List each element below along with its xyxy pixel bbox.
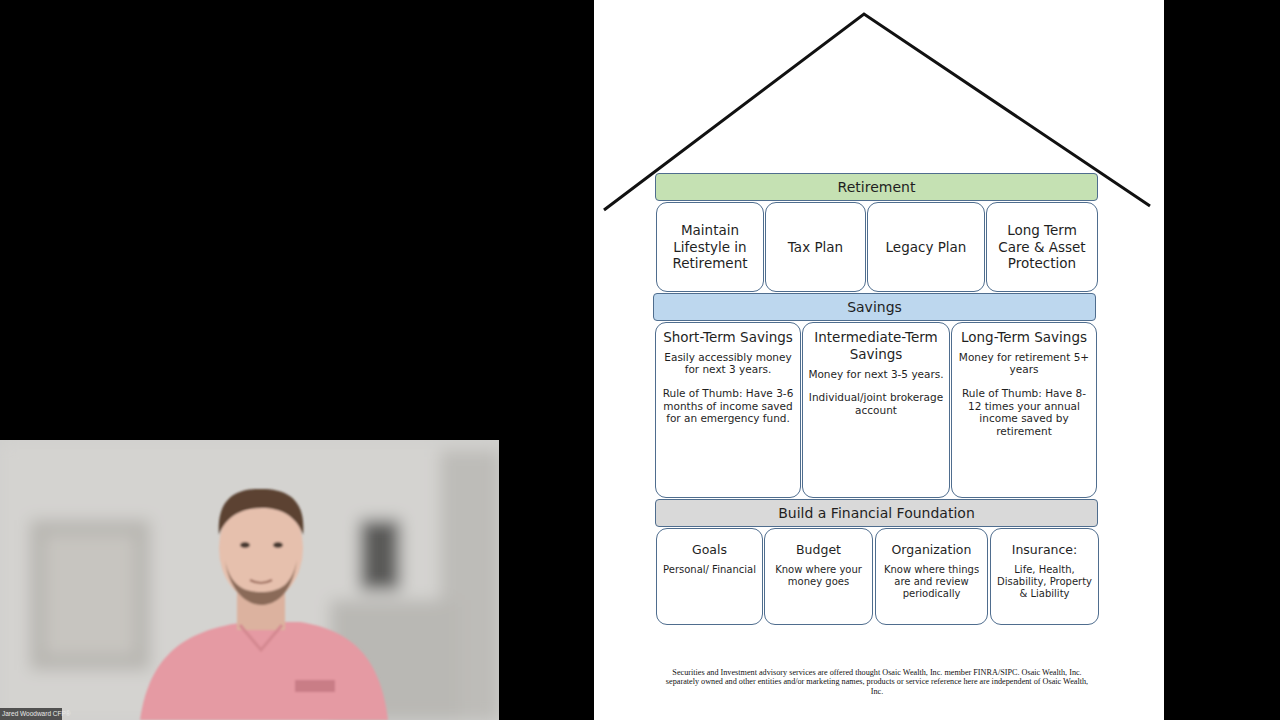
category-box: OrganizationKnow where things are and re…: [875, 528, 988, 625]
box-heading: Goals: [692, 542, 727, 558]
box-heading: Retirement: [838, 179, 916, 196]
box-heading: Organization: [892, 542, 972, 558]
box-heading: Insurance:: [1012, 542, 1078, 558]
category-box: GoalsPersonal/ Financial: [656, 528, 763, 625]
box-heading: Savings: [847, 299, 902, 316]
box-body: Personal/ Financial: [663, 564, 756, 576]
box-heading: Long-Term Savings: [961, 329, 1087, 346]
box-heading: Legacy Plan: [886, 239, 967, 256]
webcam-feed: [0, 440, 499, 720]
participant-name: Jared Woodward CFP®: [2, 710, 82, 717]
box-body: Money for retirement 5+ years: [957, 351, 1091, 376]
category-box: Legacy Plan: [867, 202, 985, 292]
section-band: Retirement: [655, 173, 1098, 201]
box-heading: Build a Financial Foundation: [778, 505, 975, 522]
box-body: Know where things are and review periodi…: [881, 564, 982, 600]
category-box: Maintain Lifestyle in Retirement: [656, 202, 764, 292]
category-box: Long-Term SavingsMoney for retirement 5+…: [951, 322, 1097, 498]
box-heading: Maintain Lifestyle in Retirement: [662, 222, 758, 273]
category-box: Intermediate-Term SavingsMoney for next …: [802, 322, 950, 498]
box-body: Money for next 3-5 years.: [808, 368, 943, 381]
section-band: Build a Financial Foundation: [655, 499, 1098, 527]
box-heading: Short-Term Savings: [663, 329, 793, 346]
category-box: Insurance: Life, Health, Disability, Prop…: [990, 528, 1099, 625]
category-box: Long Term Care & Asset Protection: [986, 202, 1098, 292]
category-box: BudgetKnow where your money goes: [764, 528, 873, 625]
category-box: Short-Term SavingsEasily accessibly mone…: [655, 322, 801, 498]
section-band: Savings: [653, 293, 1096, 321]
box-heading: Tax Plan: [788, 239, 843, 256]
box-body: Rule of Thumb: Have 3-6 months of income…: [661, 387, 795, 425]
box-body: Easily accessibly money for next 3 years…: [661, 351, 795, 376]
box-heading: Long Term Care & Asset Protection: [992, 222, 1092, 273]
box-heading: Intermediate-Term Savings: [808, 329, 944, 363]
box-heading: Budget: [796, 542, 841, 558]
box-body: Individual/joint brokerage account: [808, 391, 944, 416]
disclaimer-note: Securities and Investment advisory servi…: [662, 668, 1092, 696]
box-body: Life, Health, Disability, Property & Lia…: [996, 564, 1093, 600]
box-body: Rule of Thumb: Have 8-12 times your annu…: [957, 387, 1091, 437]
box-body: Know where your money goes: [770, 564, 867, 588]
category-box: Tax Plan: [765, 202, 866, 292]
roof-line: [604, 14, 1150, 210]
